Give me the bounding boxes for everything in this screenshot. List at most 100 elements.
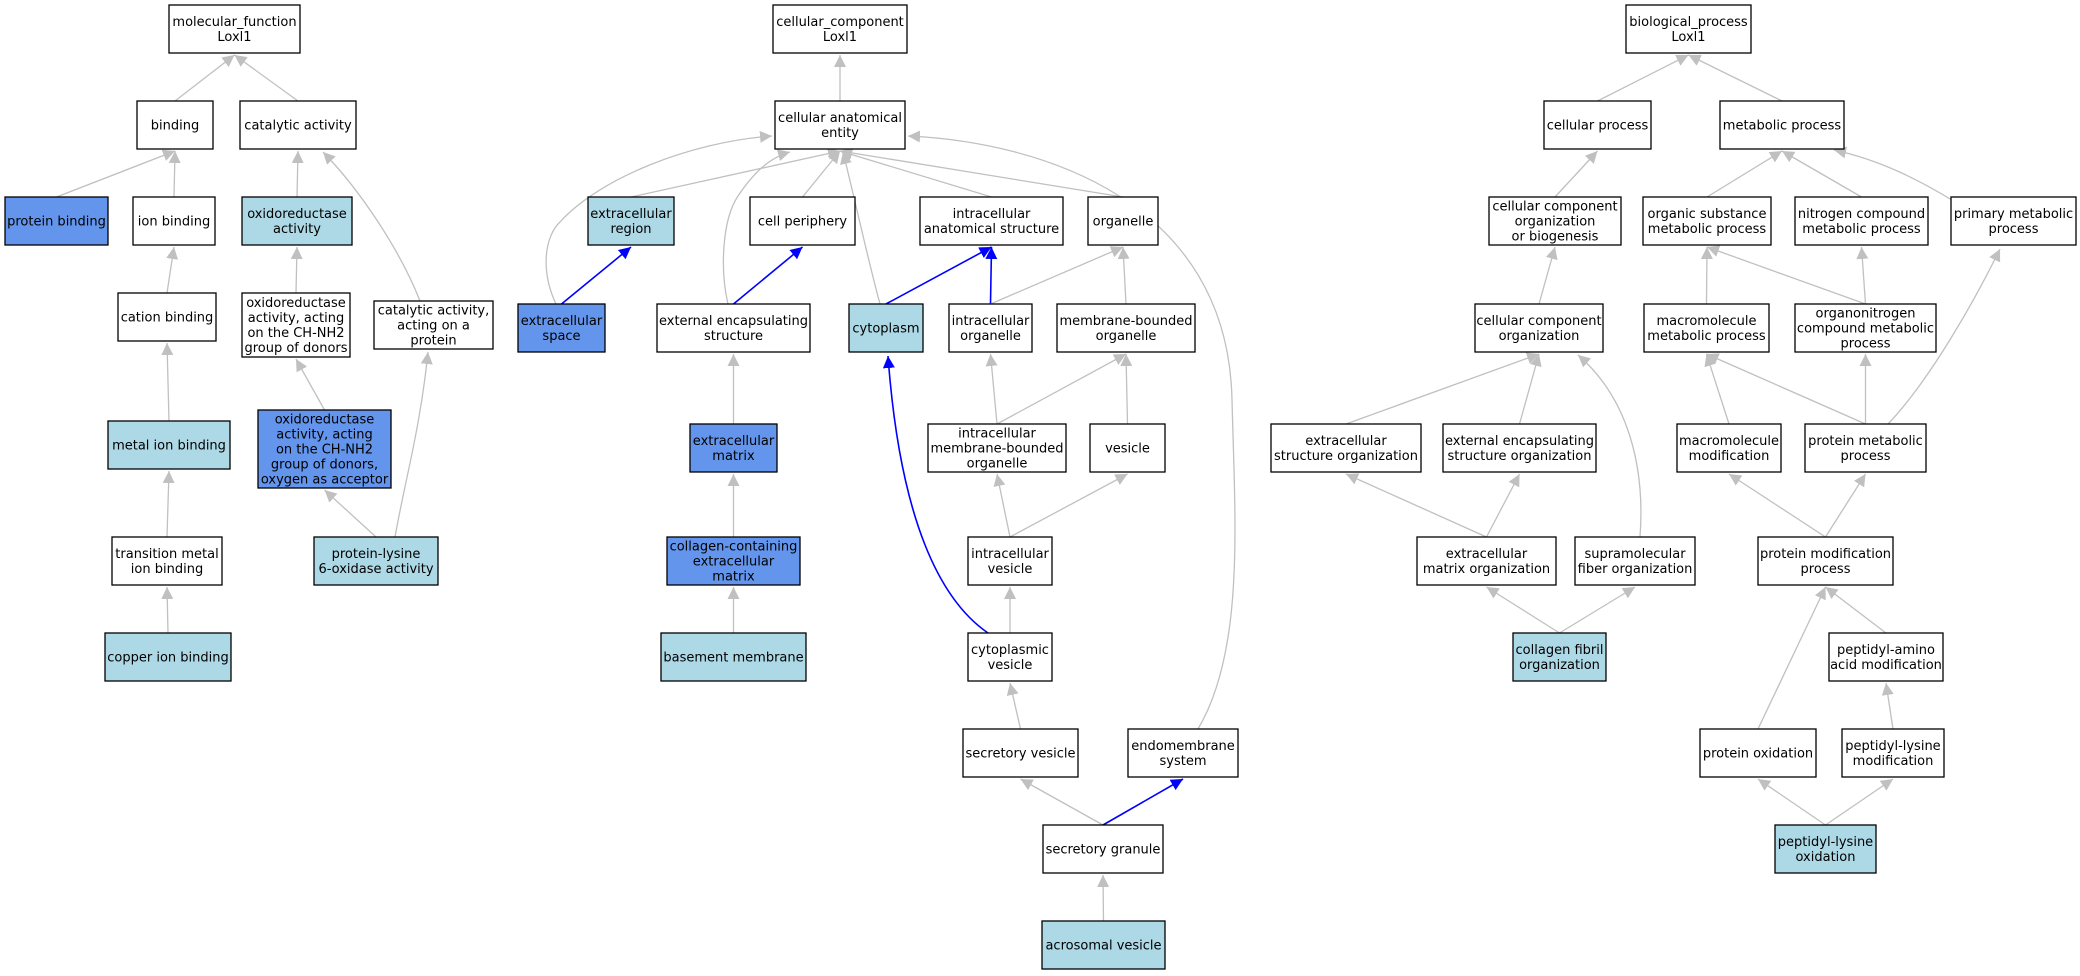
node-label-line: organic substance <box>1648 207 1767 222</box>
node-secretory-vesicle[interactable]: secretory vesicle <box>962 728 1079 778</box>
node-label-line: organelle <box>960 329 1021 344</box>
edge-cellular-process-to-bp-root <box>1597 54 1689 102</box>
node-cell-periphery[interactable]: cell periphery <box>749 196 856 246</box>
edge-peptidyl-lysine-ox-to-peptidyl-lysine-mod <box>1825 778 1894 826</box>
node-label-line: intracellular <box>953 207 1031 222</box>
node-label-line: vesicle <box>988 658 1033 673</box>
node-label-line: cytoplasmic <box>971 643 1049 658</box>
node-label-line: matrix <box>712 570 755 585</box>
node-label-line: organelle <box>967 457 1028 472</box>
node-copper-ion[interactable]: copper ion binding <box>104 632 232 682</box>
node-secretory-granule[interactable]: secretory granule <box>1042 824 1164 874</box>
node-cytoplasm[interactable]: cytoplasm <box>848 303 924 353</box>
node-label-line: extracellular <box>693 434 775 449</box>
node-label-line: ion binding <box>138 215 210 230</box>
node-label-line: modification <box>1853 754 1934 769</box>
node-acrosomal-vesicle[interactable]: acrosomal vesicle <box>1041 920 1166 970</box>
node-catalytic[interactable]: catalytic activity <box>239 100 357 150</box>
edge-ext-region-to-cae <box>630 147 841 198</box>
node-basement-membrane[interactable]: basement membrane <box>660 632 807 682</box>
edge-secretory-granule-to-secretory-vesicle <box>1020 778 1104 826</box>
node-label-line: cellular process <box>1547 119 1649 134</box>
node-cation-binding[interactable]: cation binding <box>117 292 217 342</box>
node-label-line: on the CH-NH2 <box>276 443 373 458</box>
node-organelle[interactable]: organelle <box>1087 196 1159 246</box>
edge-ext-space-to-cae <box>545 130 773 305</box>
node-binding[interactable]: binding <box>136 100 214 150</box>
node-label-line: oxidoreductase <box>247 207 347 222</box>
edge-cation-binding-to-ion-binding <box>166 246 179 294</box>
node-label-line: group of donors <box>244 341 347 356</box>
node-label-line: cellular anatomical <box>778 111 902 126</box>
node-metal-ion-binding[interactable]: metal ion binding <box>107 420 231 470</box>
edge-macromolecule-mod-to-macromolecule-met <box>1704 353 1730 425</box>
node-vesicle[interactable]: vesicle <box>1089 423 1166 473</box>
node-box <box>1041 920 1166 970</box>
edge-protein-oxidation-to-protein-mod <box>1757 586 1827 730</box>
node-label-line: intracellular <box>958 427 1036 442</box>
node-protein-oxidation[interactable]: protein oxidation <box>1699 728 1817 778</box>
node-ion-binding[interactable]: ion binding <box>132 196 216 246</box>
edge-intracell-anat-to-cae <box>839 148 992 198</box>
node-box <box>1804 423 1927 473</box>
node-box <box>168 4 301 54</box>
node-box <box>1270 423 1422 473</box>
node-box <box>1841 728 1945 778</box>
node-label-line: primary metabolic <box>1954 207 2073 222</box>
node-label-line: basement membrane <box>663 651 803 666</box>
node-label-line: catalytic activity <box>244 119 352 134</box>
node-box <box>239 100 357 150</box>
edge-catalytic-to-mf-root <box>234 54 299 102</box>
node-cellular-process[interactable]: cellular process <box>1543 100 1652 150</box>
node-box <box>848 303 924 353</box>
node-box <box>1719 100 1845 150</box>
edge-intracell-vesicle-to-vesicle <box>1009 473 1128 538</box>
edge-ext-struct-org-to-cc-org <box>1345 352 1540 425</box>
node-label-line: biological_process <box>1629 15 1748 30</box>
node-metabolic-process[interactable]: metabolic process <box>1719 100 1845 150</box>
edge-organelle-to-cae <box>839 147 1124 198</box>
node-protein-binding[interactable]: protein binding <box>4 196 109 246</box>
node-label-line: 6-oxidase activity <box>318 562 433 577</box>
